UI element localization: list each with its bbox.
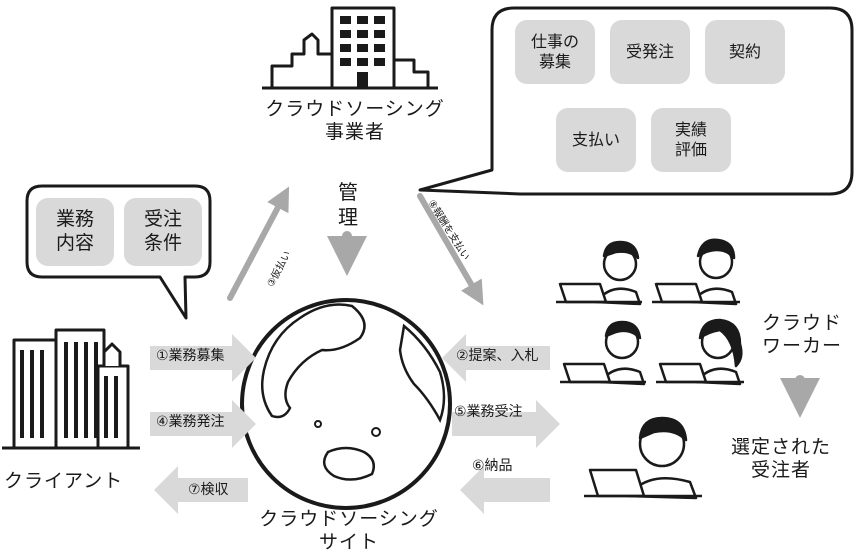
workers-label: クラウド ワーカー [762, 312, 842, 358]
flow-arrows [227, 186, 820, 418]
company-label: クラウドソーシング 事業者 [250, 98, 460, 144]
worker-people-icons [556, 238, 744, 500]
company-item-evaluation: 実績 評価 [651, 108, 731, 172]
client-item-order-conditions: 受注 条件 [124, 198, 202, 266]
company-item-recruit: 仕事の 募集 [515, 20, 595, 84]
globe-icon [240, 298, 452, 510]
client-item-business-content: 業務 内容 [36, 198, 114, 266]
selected-contractor-label: 選定された 受注者 [716, 436, 846, 482]
company-item-contract: 契約 [705, 20, 785, 84]
step-1-label: ①業務募集 [156, 348, 225, 364]
company-item-ordering: 受発注 [610, 20, 690, 84]
client-label: クライアント [4, 470, 124, 492]
step-5-label: ⑤業務受注 [454, 404, 523, 420]
company-label-line2: 事業者 [324, 120, 385, 143]
company-item-payment: 支払い [556, 108, 636, 172]
workers-label-line2: ワーカー [762, 334, 843, 357]
site-label-line2: サイト [318, 530, 379, 553]
step-7-label: ⑦検収 [188, 482, 229, 498]
step-6-label: ⑥納品 [472, 458, 513, 474]
workers-label-line1: クラウド [762, 312, 843, 334]
selected-label-line2: 受注者 [750, 458, 811, 481]
manage-label: 管 理 [338, 180, 358, 229]
step-2-label: ②提案、入札 [456, 348, 539, 364]
company-label-line1: クラウドソーシング [265, 98, 445, 120]
site-label-line1: クラウドソーシング [259, 508, 439, 530]
site-label: クラウドソーシング サイト [244, 508, 454, 554]
step-4-label: ④業務発注 [156, 414, 225, 430]
selected-label-line1: 選定された [730, 436, 831, 458]
